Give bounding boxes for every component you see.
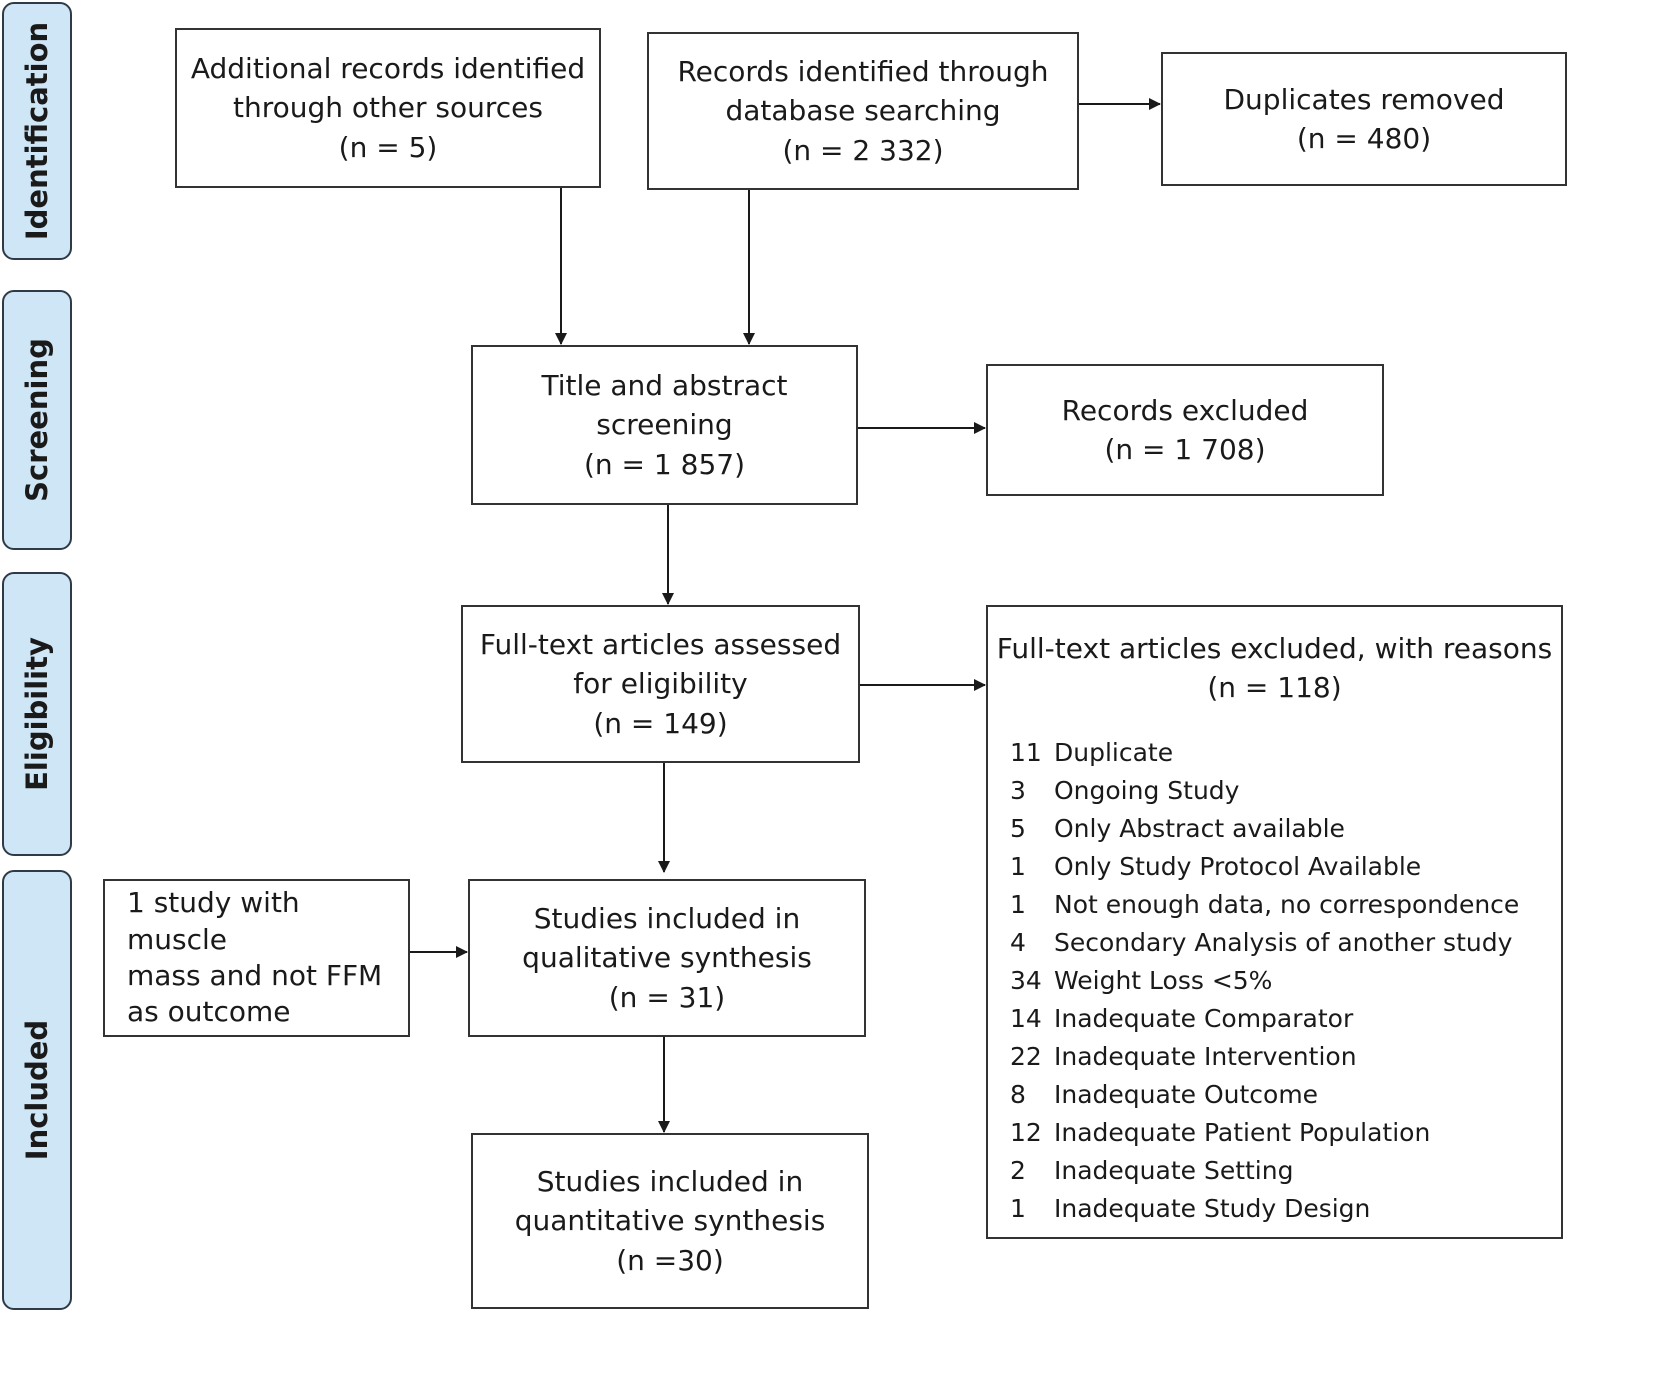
reason-text: Inadequate Intervention — [1054, 1041, 1357, 1071]
reason-text: Secondary Analysis of another study — [1054, 927, 1513, 957]
reason-text: Inadequate Study Design — [1054, 1193, 1371, 1223]
exclusion-reason: 4 Secondary Analysis of another study — [1010, 923, 1561, 961]
additional-records-line2: through other sources — [233, 91, 543, 125]
stage-included: Included — [2, 870, 72, 1310]
reason-count: 5 — [1010, 813, 1026, 843]
reason-count: 1 — [1010, 851, 1026, 881]
reason-count: 14 — [1010, 1003, 1042, 1033]
database-records-count: (n = 2 332) — [782, 133, 944, 167]
reason-count: 2 — [1010, 1155, 1026, 1185]
fulltext-excluded-line1: Full-text articles excluded, with reason… — [996, 632, 1553, 665]
reason-text: Inadequate Patient Population — [1054, 1117, 1431, 1147]
reason-count: 12 — [1010, 1117, 1042, 1147]
fulltext-assessed-line1: Full-text articles assessed — [479, 628, 842, 662]
reason-count: 3 — [1010, 775, 1026, 805]
reason-count: 22 — [1010, 1041, 1042, 1071]
reason-count: 4 — [1010, 927, 1026, 957]
exclusion-reason: 8 Inadequate Outcome — [1010, 1075, 1561, 1113]
reason-text: Inadequate Outcome — [1054, 1079, 1319, 1109]
fulltext-assessed-line2: for eligibility — [573, 667, 748, 701]
records-excluded-count: (n = 1 708) — [1104, 433, 1266, 466]
additional-records-line1: Additional records identified — [190, 52, 586, 86]
reason-text: Only Study Protocol Available — [1054, 851, 1422, 881]
qualitative-count: (n = 31) — [608, 980, 726, 1014]
reason-text: Ongoing Study — [1054, 775, 1240, 805]
reason-count: 1 — [1010, 889, 1026, 919]
reason-text: Duplicate — [1054, 737, 1174, 767]
fulltext-excluded-heading: Full-text articles excluded, with reason… — [988, 629, 1561, 707]
reason-count: 1 — [1010, 1193, 1026, 1223]
additional-records-count: (n = 5) — [338, 130, 438, 164]
reason-count: 34 — [1010, 965, 1042, 995]
quantitative-count: (n =30) — [616, 1243, 724, 1277]
exclusion-reason: 1 Not enough data, no correspondence — [1010, 885, 1561, 923]
reason-count: 8 — [1010, 1079, 1026, 1109]
records-excluded-line1: Records excluded — [1061, 393, 1309, 427]
exclusion-reason: 1 Inadequate Study Design — [1010, 1189, 1561, 1227]
fulltext-excluded-box: Full-text articles excluded, with reason… — [986, 605, 1563, 1239]
quantitative-line1: Studies included in — [536, 1165, 804, 1199]
fulltext-assessed-count: (n = 149) — [593, 706, 728, 740]
quantitative-line2: quantitative synthesis — [514, 1204, 826, 1238]
exclusion-reason: 3 Ongoing Study — [1010, 771, 1561, 809]
stage-identification: Identification — [2, 2, 72, 260]
qualitative-synthesis-box: Studies included in qualitative synthesi… — [468, 879, 866, 1037]
title-abstract-count: (n = 1 857) — [583, 447, 745, 481]
duplicates-removed-line1: Duplicates removed — [1223, 82, 1505, 116]
reason-text: Weight Loss <5% — [1054, 965, 1273, 995]
fulltext-excluded-count: (n = 118) — [1207, 671, 1342, 705]
additional-records-box: Additional records identified through ot… — [175, 28, 601, 188]
reason-text: Not enough data, no correspondence — [1054, 889, 1520, 919]
reason-text: Only Abstract available — [1054, 813, 1345, 843]
reason-count: 11 — [1010, 737, 1042, 767]
exclusion-reason: 11 Duplicate — [1010, 733, 1561, 771]
stage-screening: Screening — [2, 290, 72, 550]
exclusion-reason: 14 Inadequate Comparator — [1010, 999, 1561, 1037]
database-records-box: Records identified through database sear… — [647, 32, 1079, 190]
muscle-mass-line2: mass and not FFM — [127, 959, 383, 992]
duplicates-removed-count: (n = 480) — [1296, 122, 1432, 155]
exclusion-reason: 1 Only Study Protocol Available — [1010, 847, 1561, 885]
title-abstract-line2: screening — [596, 408, 733, 442]
exclusion-reason: 5 Only Abstract available — [1010, 809, 1561, 847]
exclusion-reason: 12 Inadequate Patient Population — [1010, 1113, 1561, 1151]
qualitative-line2: qualitative synthesis — [522, 941, 812, 975]
stage-eligibility: Eligibility — [2, 572, 72, 856]
muscle-mass-line1: 1 study with muscle — [127, 886, 300, 956]
exclusion-reason: 34 Weight Loss <5% — [1010, 961, 1561, 999]
title-abstract-screening-box: Title and abstract screening (n = 1 857) — [471, 345, 858, 505]
muscle-mass-line3: as outcome — [127, 995, 291, 1029]
exclusion-reason: 22 Inadequate Intervention — [1010, 1037, 1561, 1075]
fulltext-assessed-box: Full-text articles assessed for eligibil… — [461, 605, 860, 763]
database-records-line1: Records identified through — [677, 55, 1049, 89]
title-abstract-line1: Title and abstract — [541, 369, 788, 403]
database-records-line2: database searching — [725, 94, 1001, 128]
exclusion-reason: 2 Inadequate Setting — [1010, 1151, 1561, 1189]
reason-text: Inadequate Setting — [1054, 1155, 1294, 1185]
records-excluded-box: Records excluded (n = 1 708) — [986, 364, 1384, 496]
quantitative-synthesis-box: Studies included in quantitative synthes… — [471, 1133, 869, 1309]
qualitative-line1: Studies included in — [533, 902, 801, 936]
muscle-mass-study-box: 1 study with muscle mass and not FFM as … — [103, 879, 410, 1037]
duplicates-removed-box: Duplicates removed (n = 480) — [1161, 52, 1567, 186]
reason-text: Inadequate Comparator — [1054, 1003, 1354, 1033]
